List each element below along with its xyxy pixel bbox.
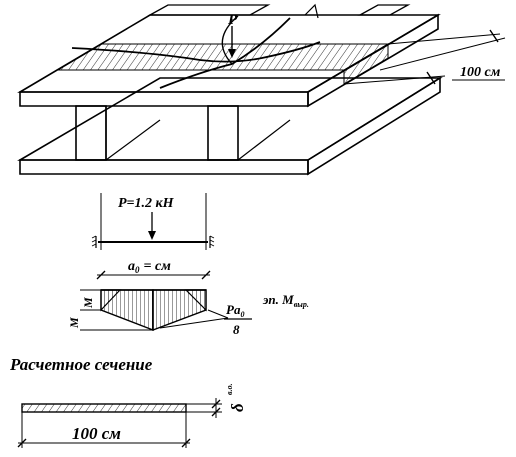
rib-right [207, 105, 239, 161]
moment-diagram: M M Pa0 8 эп. Mвыр. [67, 289, 309, 337]
bottom-slab-front-face [19, 159, 309, 175]
bottom-slab-side-face [307, 76, 441, 176]
right-support [209, 235, 215, 248]
bottom-slab-top-face [17, 77, 443, 161]
force-arrowhead [228, 49, 236, 58]
design-strip-side [343, 43, 389, 85]
left-support [91, 235, 97, 248]
beam-stub-right [357, 4, 411, 16]
span-label: a0= см [128, 259, 171, 275]
thickness-tick-top [211, 399, 221, 409]
moment-label-left-2: M [81, 297, 95, 309]
span-tick-left [96, 270, 106, 280]
design-section: Расчетное сечение δ в.о. 100 см [9, 355, 247, 448]
moment-negative-left [100, 289, 122, 312]
fraction-numerator: Pa0 [226, 302, 244, 319]
section-width-label: 100 см [72, 424, 121, 443]
force-label: P [228, 12, 238, 28]
top-slab-front-face [19, 91, 309, 107]
crack-line-1 [71, 41, 321, 63]
epure-label: эп. Mвыр. [262, 292, 309, 309]
section-title: Расчетное сечение [9, 355, 153, 374]
thickness-label: δ [228, 403, 247, 412]
rib-diagonal-right [237, 119, 291, 161]
width-ext-top [387, 33, 501, 45]
rib-left [75, 105, 107, 161]
thickness-superscript: в.о. [225, 383, 234, 395]
width-dim-line [379, 37, 506, 71]
width-ext-bottom [343, 75, 446, 85]
fraction-leader-2 [159, 317, 229, 329]
thickness-tick-bottom [211, 407, 221, 417]
width-label: 100 см [460, 65, 501, 80]
load-label: P=1.2 кН [118, 196, 175, 211]
rib-diagonal-left [105, 119, 161, 161]
section-tick-right [181, 438, 191, 448]
crack-line-3 [221, 15, 239, 65]
fraction-leader-1 [207, 309, 229, 319]
floor-assembly-3d: P 100 см [17, 3, 506, 176]
crack-line-4 [304, 3, 319, 19]
load-arrowhead [148, 231, 156, 240]
width-tick-top [489, 29, 499, 43]
moment-label-left-1: M [67, 317, 81, 329]
beam-scheme: P=1.2 кН a0= см [91, 193, 215, 280]
top-slab-side-face [307, 13, 439, 108]
span-tick-right [201, 270, 211, 280]
section-tick-left [17, 438, 27, 448]
beam-stub-left [147, 4, 271, 16]
moment-negative-right [184, 289, 207, 312]
fraction-denominator: 8 [233, 322, 240, 337]
width-tick-bottom [426, 71, 436, 85]
section-plate [21, 403, 187, 413]
